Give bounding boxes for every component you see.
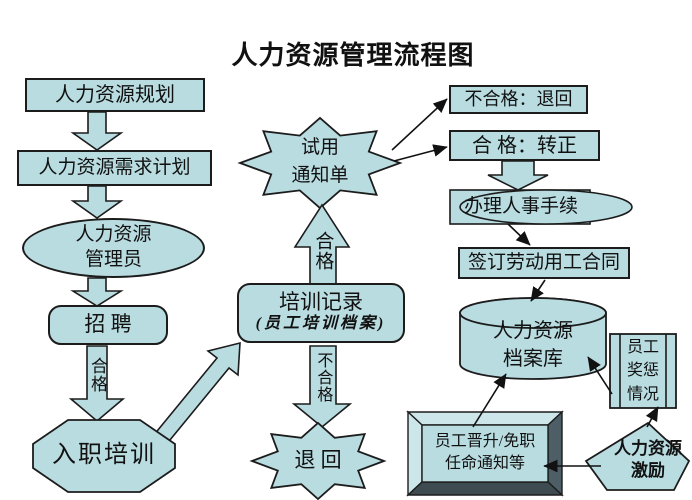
node-labor-contract: 签订劳动用工合同 (458, 247, 630, 279)
arrow-manager-to-recruit (70, 277, 124, 307)
edge-label-qualified-left: 合格 (88, 357, 108, 393)
reward-punishment-frame (609, 333, 677, 409)
edge-label-qualified-up: 合格 (312, 231, 334, 271)
node-unqualified-return: 不合格：退回 (449, 85, 588, 114)
node-reward-punishment: 员工奖惩情况 (626, 339, 659, 403)
node-hr-planning: 人力资源规划 (25, 78, 205, 112)
node-qualified-promote: 合 格：转正 (449, 130, 600, 161)
page-title: 人力资源管理流程图 (231, 41, 475, 71)
arrow-procedure-to-contract (507, 223, 531, 246)
node-hr-motivation: 人力资源 激励 (614, 438, 682, 480)
arrow-qualified-up (293, 203, 351, 285)
arrow-star-to-qualified-promote (393, 144, 448, 162)
arrow-planning-to-demand (70, 111, 124, 151)
edge-label-unqualified-down: 不合格 (314, 351, 332, 403)
promotion-notice-3d-box (406, 410, 564, 497)
node-hr-demand-plan: 人力资源需求计划 (17, 150, 212, 186)
hr-motivation-pentagon (584, 421, 691, 491)
arrow-recruit-to-onboarding (68, 345, 126, 423)
node-promotion-notice: 员工晋升/免职 任命通知等 (424, 428, 546, 478)
onboarding-octagon (32, 419, 176, 493)
arrow-promote-to-procedure (487, 160, 549, 191)
arrow-demand-to-manager (70, 185, 124, 219)
training-record-subtitle: (员工培训档案) (255, 315, 387, 333)
node-training-record: 培训记录 (员工培训档案) (237, 283, 405, 343)
node-onboarding: 入职培训 (52, 442, 156, 469)
return-star (249, 421, 387, 500)
node-trial-notice: 试用 通知单 (291, 137, 349, 186)
promotion-notice-line1: 员工晋升/免职 (434, 433, 536, 451)
node-hr-manager: 人力资源 管理员 (22, 218, 205, 278)
training-record-title: 培训记录 (279, 290, 363, 315)
personnel-procedure-ellipse (459, 189, 633, 225)
arrow-unqualified-down (291, 345, 353, 429)
arrow-promotion-to-archive (472, 373, 507, 428)
promotion-notice-line2: 任命通知等 (444, 455, 525, 472)
node-recruit: 招 聘 (48, 305, 168, 345)
node-personnel-procedure: 办理人事手续 (463, 195, 578, 217)
arrow-contract-to-archive (530, 279, 546, 302)
node-hr-archive: 人力资源 档案库 (493, 320, 573, 370)
arrow-star-to-unqualified-return (391, 98, 448, 151)
trial-notice-star (237, 116, 403, 210)
node-return: 退 回 (294, 448, 342, 473)
arrow-reward-to-archive (587, 356, 613, 395)
arrow-motivation-to-reward (645, 406, 659, 428)
